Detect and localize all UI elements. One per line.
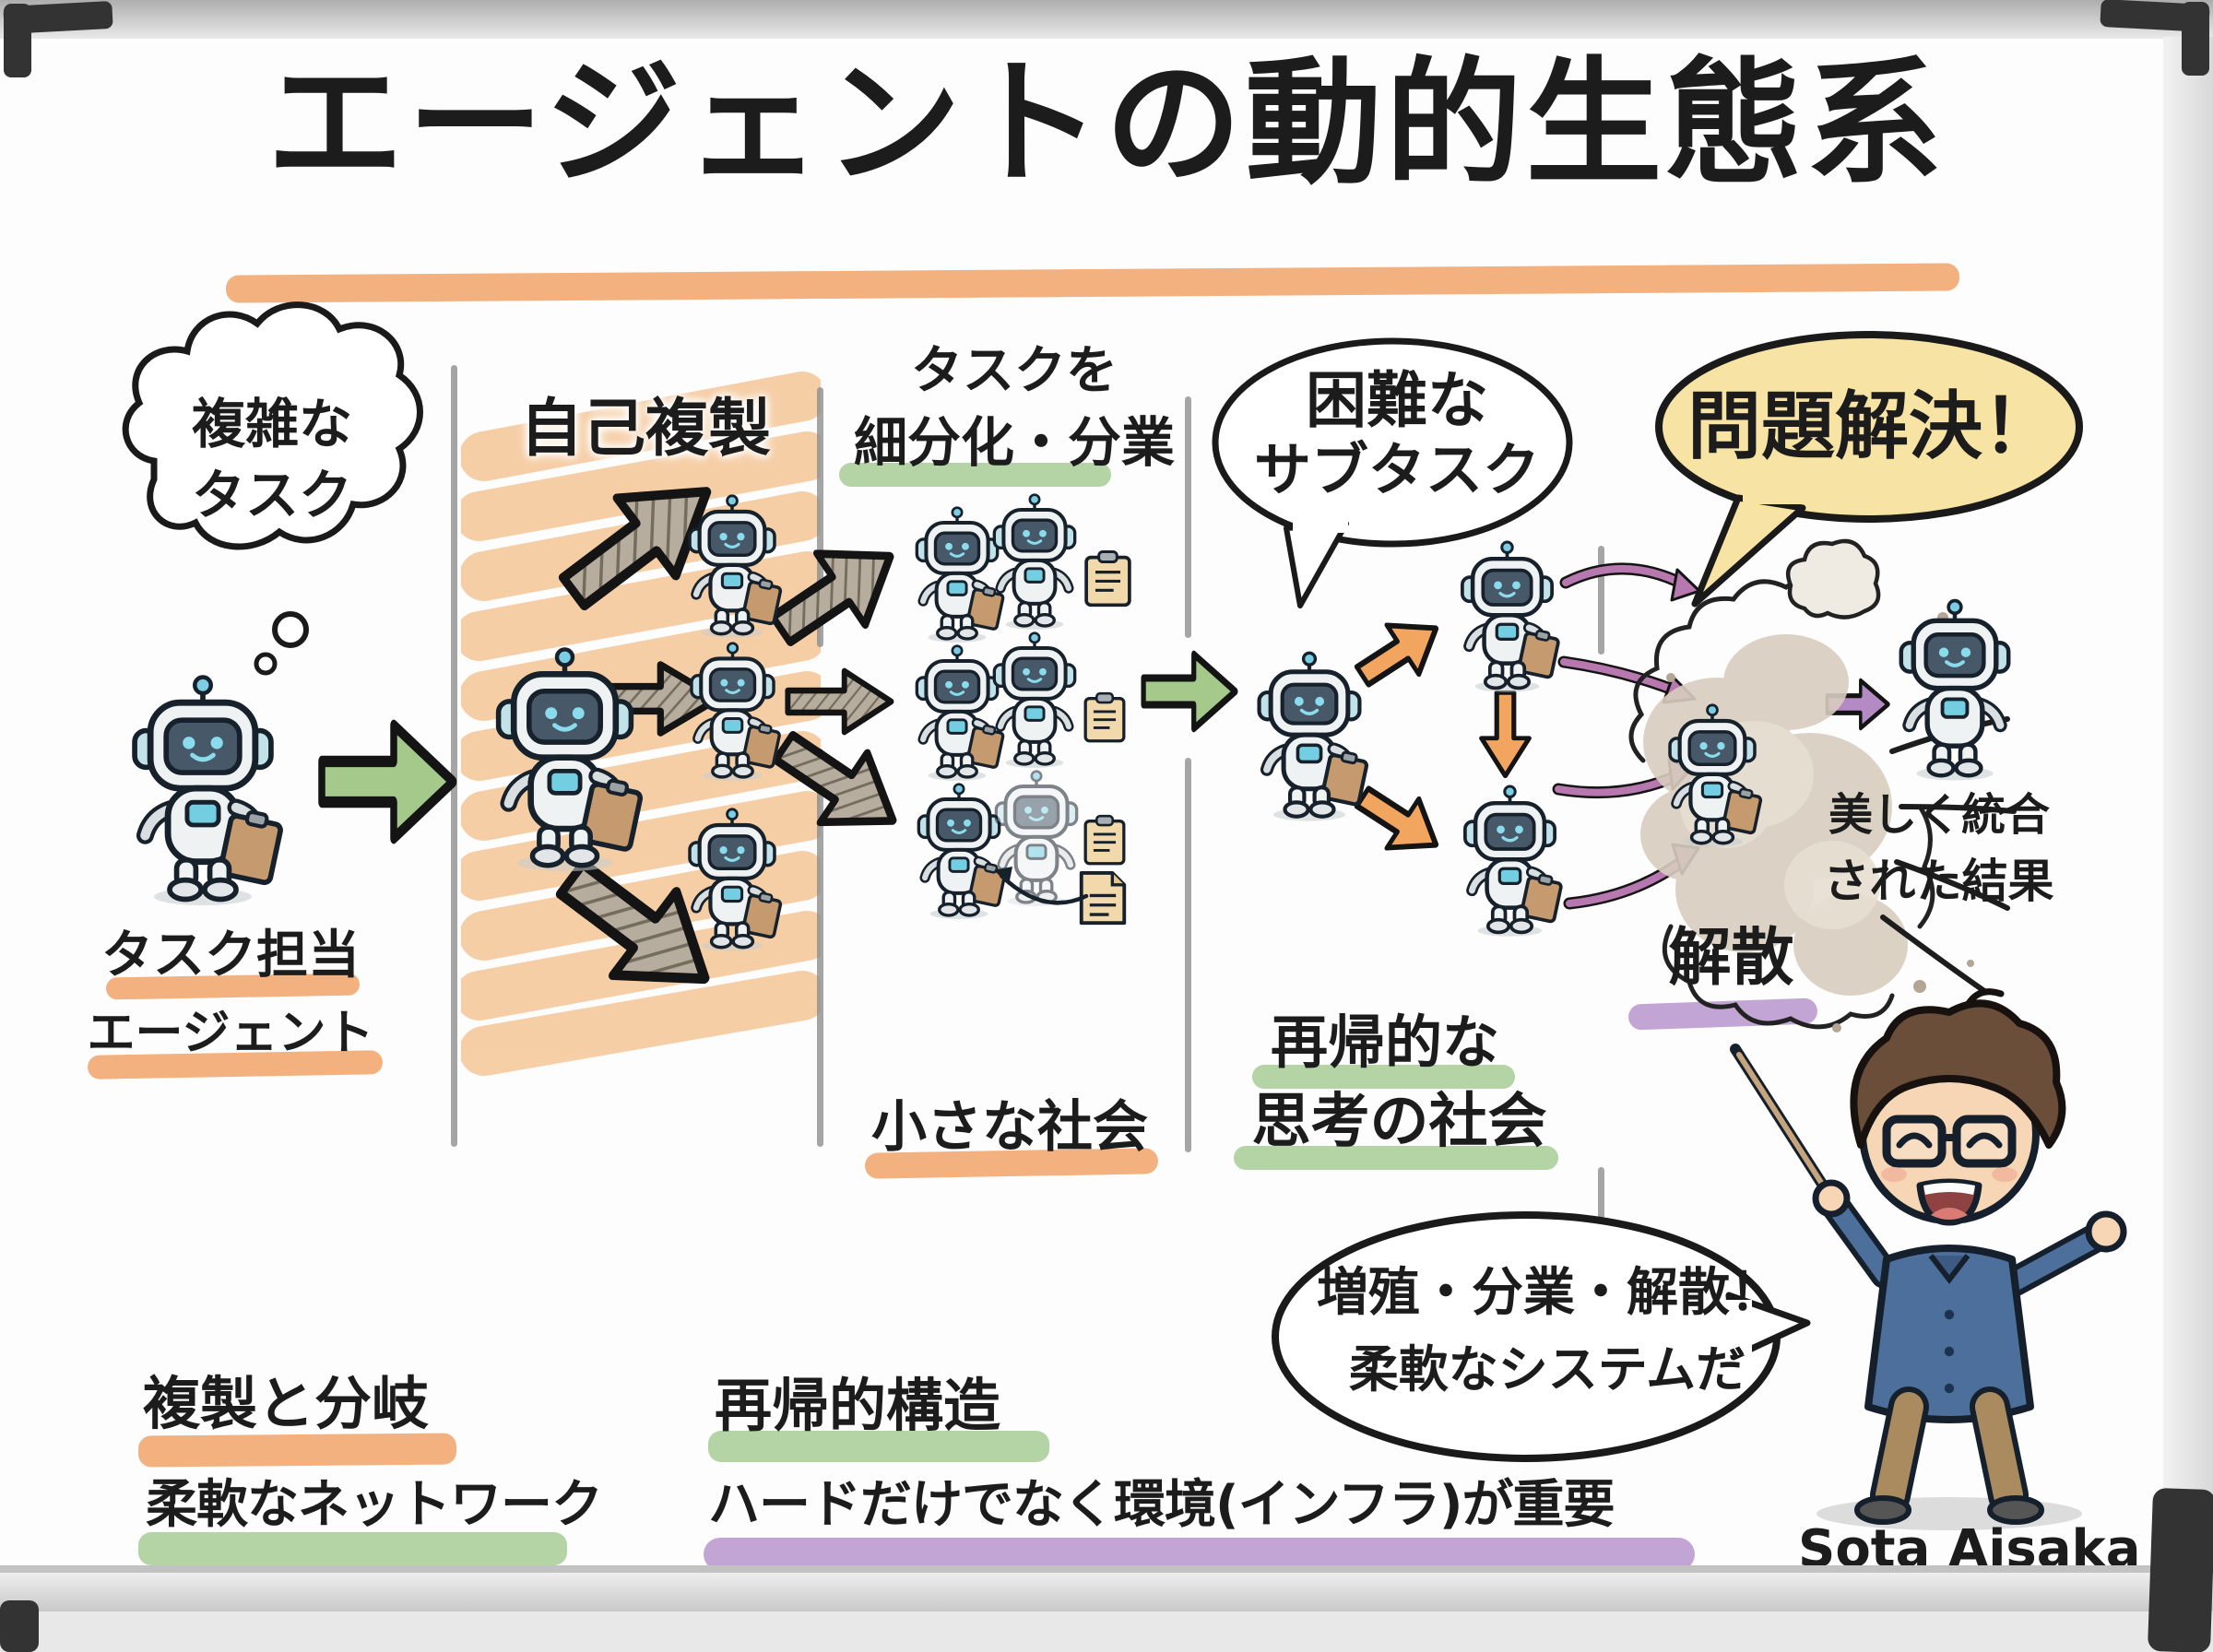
glasses-icon xyxy=(1882,1115,1947,1168)
corner-clamp-bottom-right xyxy=(2147,1487,2213,1652)
recursive-society-line2: 思考の社会 xyxy=(1251,1088,1547,1156)
problem-solved-label: 問題解決！ xyxy=(1687,384,2056,469)
footer-underline-1 xyxy=(137,1433,457,1468)
title-underline xyxy=(225,263,1960,303)
robot-clone-mid xyxy=(680,641,786,782)
corner-clamp-top-right-v xyxy=(2182,2,2209,76)
presenter-character xyxy=(1730,988,2127,1530)
agent-label-line1: タスク担当 xyxy=(101,926,360,985)
footer-infra-important: ハードだけでなく環境(インフラ)が重要 xyxy=(708,1475,1615,1535)
difficult-subtask-bubble xyxy=(1212,337,1573,608)
recursive-society-line1: 再帰的な xyxy=(1270,1009,1499,1076)
divider-1 xyxy=(451,365,457,1147)
marker-tray xyxy=(0,1573,2213,1611)
green-arrow-1 xyxy=(319,712,457,852)
difficult-subtask-line1: 困難な xyxy=(1306,365,1488,436)
subdivision-underline xyxy=(839,463,1111,487)
recursive-underline-2 xyxy=(1234,1146,1558,1170)
page-title: エージェントの動的生態系 xyxy=(266,44,1947,203)
robot-recursive-parent xyxy=(1245,650,1374,822)
subdivision-line2: 細分化・分業 xyxy=(853,411,1175,474)
divider-3a xyxy=(1185,396,1191,638)
board-bottom-edge xyxy=(0,1565,2213,1573)
footer-flexible-network: 柔軟なネットワーク xyxy=(146,1475,603,1535)
divider-4a xyxy=(1598,546,1604,655)
result-line2: された結果 xyxy=(1823,855,2054,908)
problem-solved-bubble xyxy=(1655,331,2083,608)
divider-3b xyxy=(1185,758,1191,1152)
flexible-system-line1: 増殖・分業・解散！ xyxy=(1317,1263,1781,1323)
wall-bottom xyxy=(0,1611,2213,1652)
robot-subtask-bottom xyxy=(1452,784,1568,938)
flexible-system-line2: 柔軟なシステムだ xyxy=(1348,1340,1746,1398)
thought-bubble xyxy=(122,301,423,676)
footer-underline-3 xyxy=(708,1431,1049,1462)
result-line1: 美しく統合 xyxy=(1828,789,2050,841)
corner-clamp-bottom-left xyxy=(0,1600,39,1652)
self-replication-label: 自己複製 xyxy=(519,393,771,466)
recursive-underline-1 xyxy=(1252,1065,1515,1089)
footer-underline-2 xyxy=(138,1532,567,1565)
robot-clone-bottom xyxy=(678,807,787,952)
subdivision-line1: タスクを xyxy=(911,341,1118,401)
small-society-label: 小さな社会 xyxy=(871,1095,1148,1160)
disband-label: 解散 xyxy=(1668,922,1794,995)
robot-replicator-parent xyxy=(479,645,650,873)
orange-arrow-down-mid xyxy=(1476,691,1535,779)
robot-final-result xyxy=(1886,597,2024,782)
agent-label-line2: エージェント xyxy=(87,1006,374,1061)
divider-2a xyxy=(817,387,823,647)
thought-bubble-line1: 複雑な xyxy=(191,393,352,455)
thought-bubble-line2: タスク xyxy=(191,464,352,526)
corner-clamp-top-left-v xyxy=(4,4,31,77)
robot-task-agent xyxy=(115,673,290,907)
purple-curve-arrow-1 xyxy=(1559,562,1701,602)
wall-top-edge xyxy=(0,0,2213,39)
flexible-system-bubble xyxy=(1272,1211,1811,1462)
difficult-subtask-line2: サブタスク xyxy=(1253,436,1540,503)
robot-clone-top xyxy=(678,493,787,639)
wall-right-edge xyxy=(2163,37,2213,1575)
robot-in-cloud xyxy=(1658,702,1767,848)
robot-pair-3 xyxy=(905,767,1127,926)
footer-replication-branching: 複製と分岐 xyxy=(143,1370,430,1437)
footer-recursive-structure: 再帰的構造 xyxy=(715,1372,1001,1439)
divider-2b xyxy=(817,749,823,1147)
